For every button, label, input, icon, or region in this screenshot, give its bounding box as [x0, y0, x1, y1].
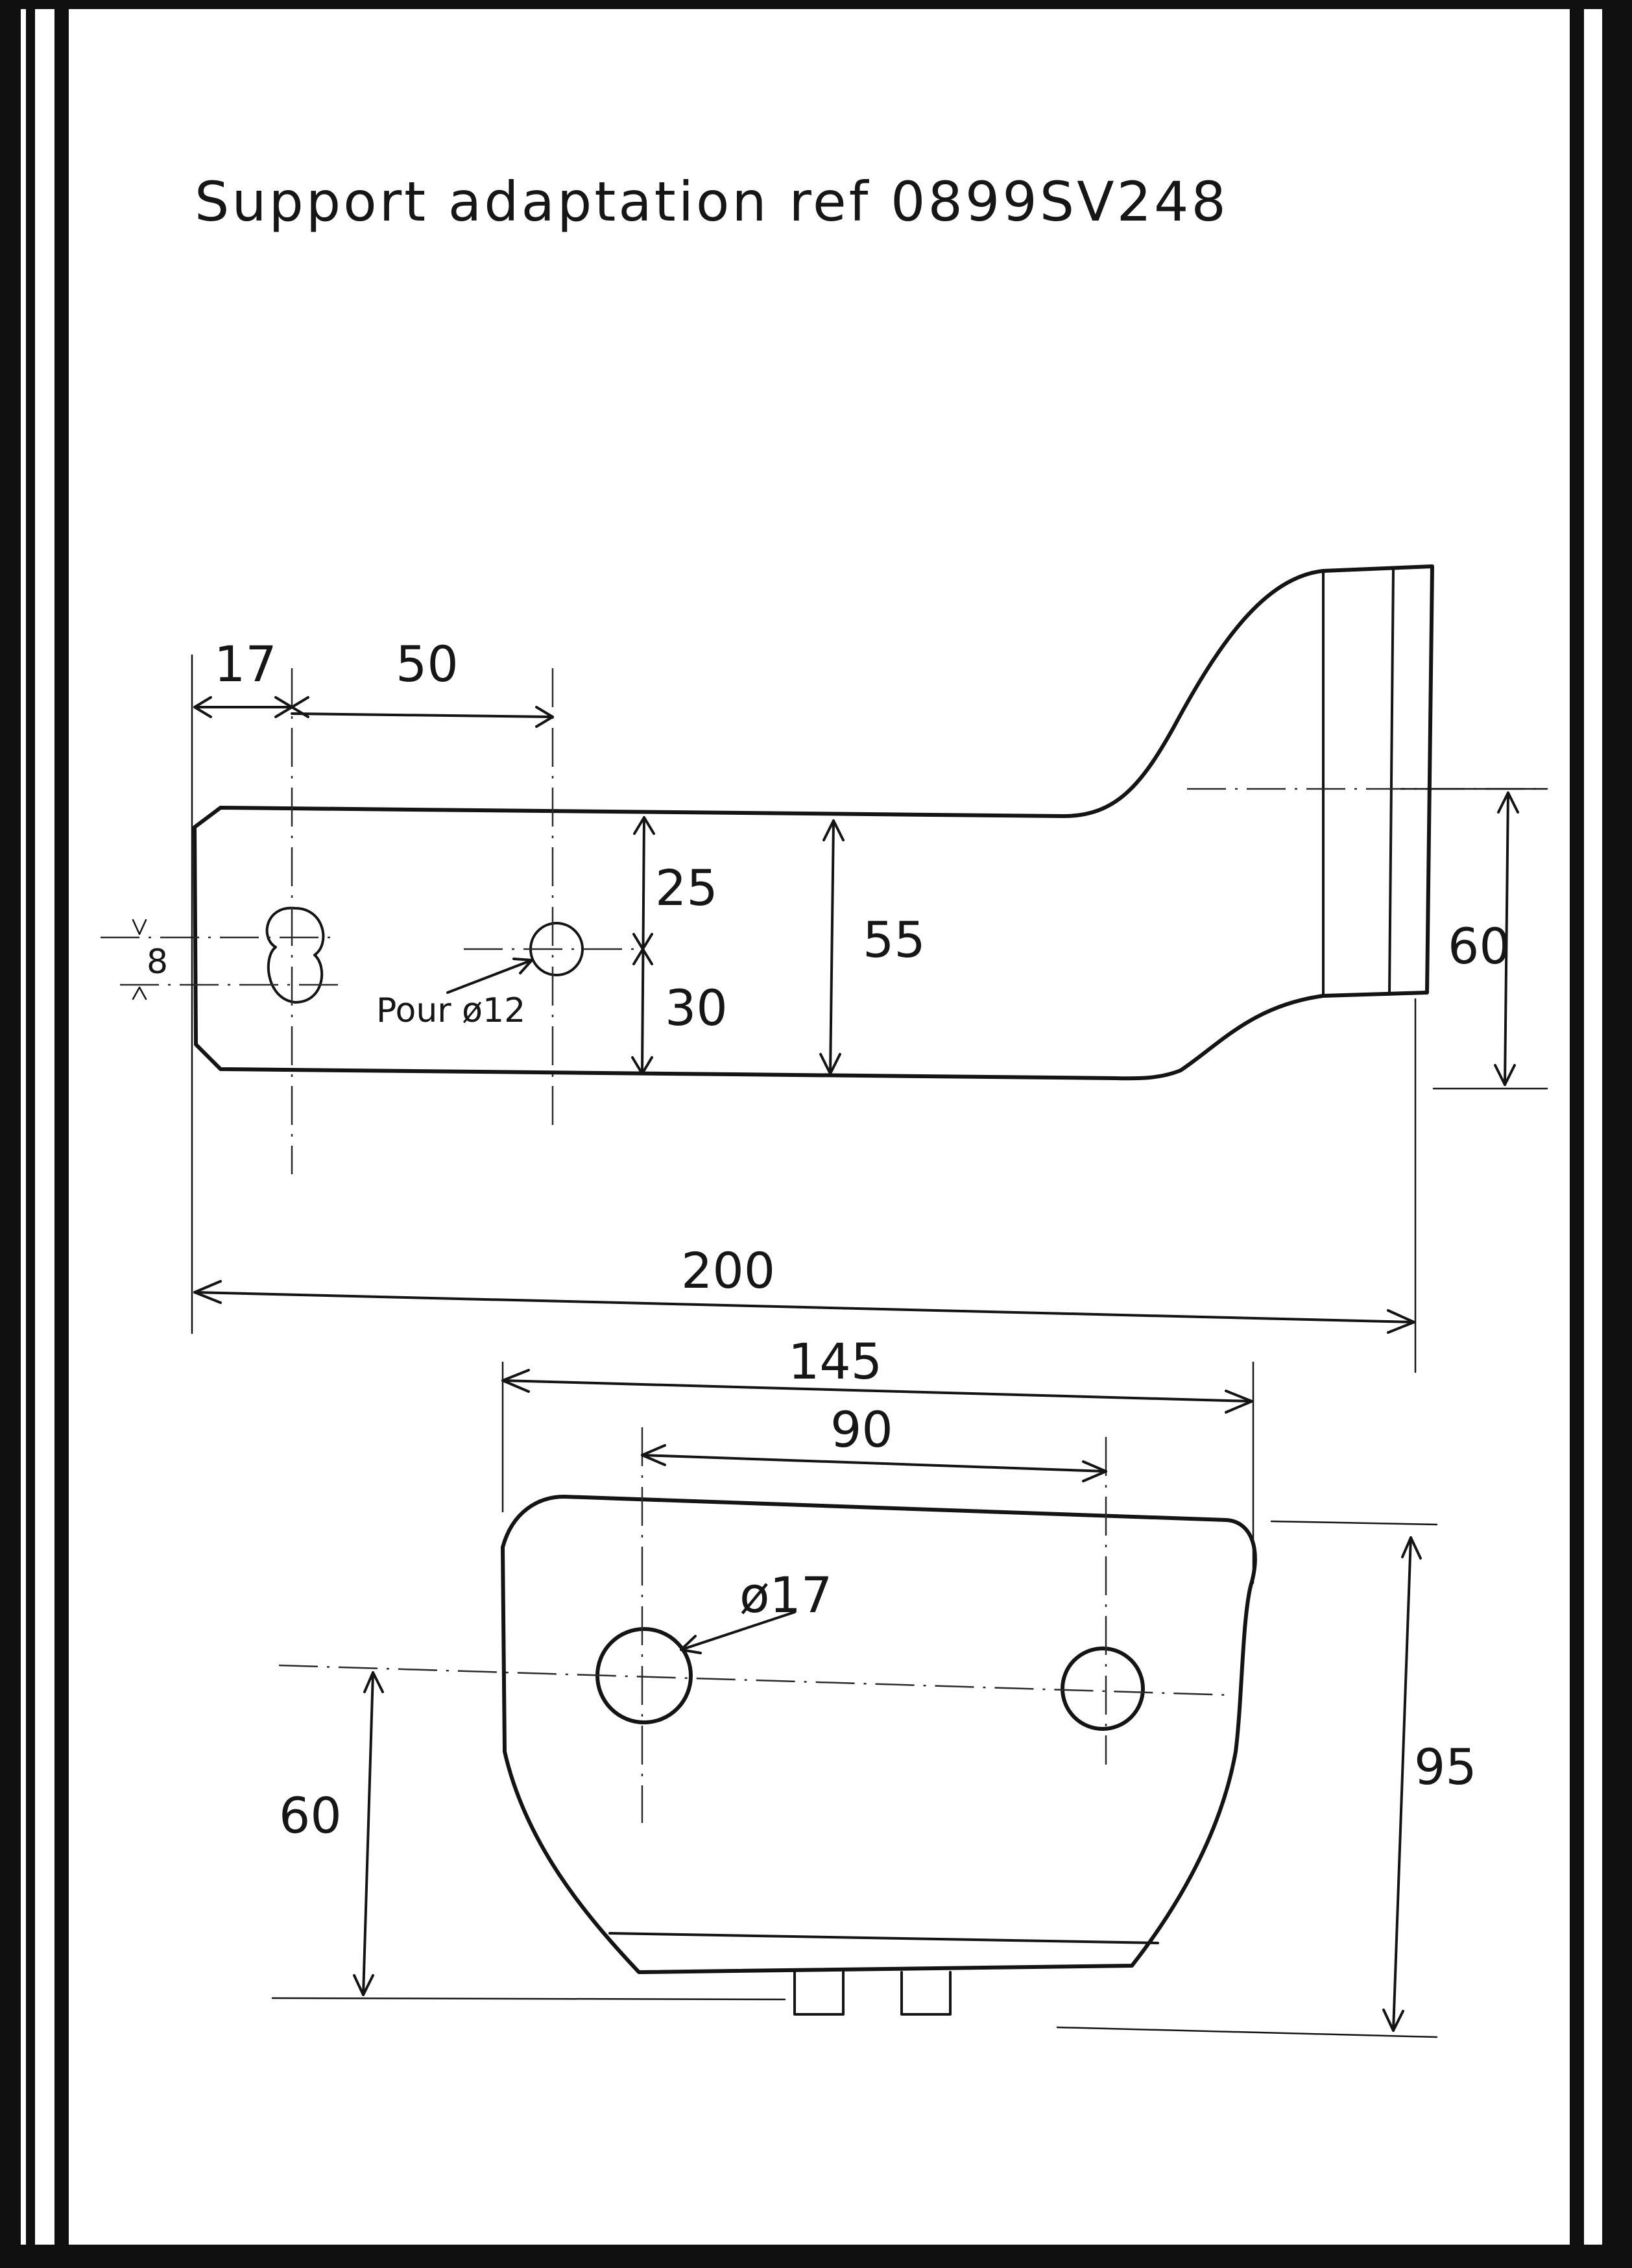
dim-90-label: 90 — [830, 1401, 893, 1458]
dim-17-label: 17 — [214, 635, 277, 693]
dim-30-label: 30 — [665, 979, 728, 1037]
ext-95-bottom — [1056, 2026, 1438, 2038]
ext-95-top — [1270, 1520, 1438, 1526]
dim-60-front-arrows — [353, 1671, 384, 1996]
dim-8-label: 8 — [147, 943, 168, 982]
front-bottom-band — [608, 1932, 1159, 1944]
dim-90-arrows — [641, 1444, 1107, 1482]
dim-60-front-label: 60 — [279, 1787, 342, 1844]
dim-50-label: 50 — [396, 635, 459, 693]
bend-line-2 — [1388, 567, 1395, 995]
dim-55-arrows — [819, 819, 845, 1075]
dim-200-label: 200 — [681, 1242, 775, 1299]
hole-17-leader — [680, 1611, 796, 1654]
drawing-title: Support adaptation ref 0899SV248 — [195, 170, 1229, 234]
front-hole-axis-horizontal — [278, 1664, 1233, 1696]
front-view: 145 90 ø17 60 95 — [271, 1333, 1477, 2038]
dim-60-side-line — [1504, 791, 1509, 1086]
side-view: 17 50 25 30 55 60 8 Pour ø12 200 — [101, 564, 1548, 1373]
dim-25-30-line — [641, 816, 645, 1075]
slot-hole — [265, 906, 325, 1004]
dim-55-line — [829, 819, 835, 1075]
dim-25-30-arrows — [631, 816, 655, 1075]
hole-12-leader — [446, 958, 533, 994]
dim-50-arrow — [535, 706, 554, 728]
front-tab-right — [900, 1971, 952, 2016]
hole-12-note: Pour ø12 — [376, 991, 525, 1030]
dim-25-label: 25 — [655, 859, 718, 917]
hole-17-right — [1061, 1647, 1145, 1731]
dim-50-line — [291, 712, 554, 718]
dim-60-front-line — [362, 1671, 374, 1996]
ext-60-bottom — [271, 1997, 786, 2001]
front-tab-left — [793, 1971, 845, 2016]
dim-95-label: 95 — [1414, 1738, 1477, 1796]
dim-60-side-arrows — [1494, 791, 1519, 1086]
dim-145-line — [501, 1379, 1253, 1403]
front-view-outline — [501, 1495, 1257, 1974]
dim-90-line — [641, 1454, 1107, 1473]
dim-8-arrows — [132, 919, 147, 1000]
dim-145-arrows — [501, 1369, 1253, 1414]
dim-60-side-label: 60 — [1448, 917, 1511, 975]
dim-200-line — [193, 1291, 1415, 1323]
dim-145-label: 145 — [788, 1333, 882, 1390]
dim-200-arrows — [193, 1280, 1415, 1334]
hole-17-note: ø17 — [739, 1566, 832, 1624]
dim-95-line — [1392, 1536, 1412, 2032]
dim-95-arrows — [1382, 1536, 1422, 2032]
dim-55-label: 55 — [863, 911, 926, 969]
